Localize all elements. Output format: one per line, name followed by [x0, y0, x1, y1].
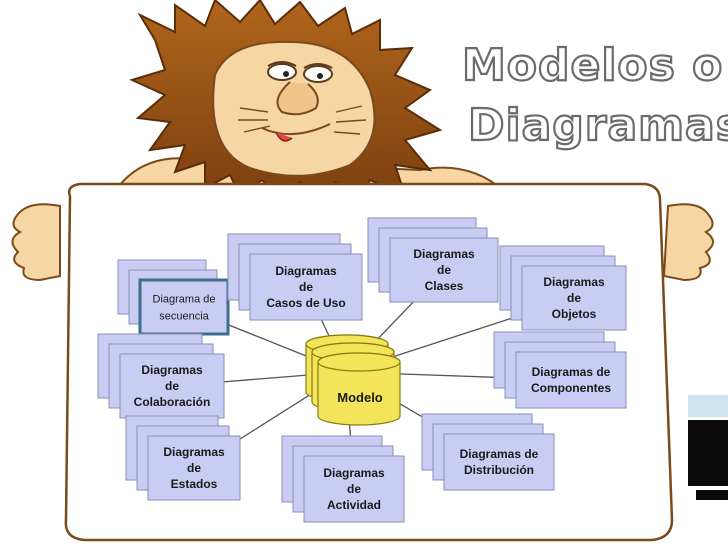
node-label-line: secuencia: [159, 311, 209, 323]
node-front-page: [515, 351, 627, 409]
node-label-line: Estados: [171, 477, 218, 491]
node-distribucion: Diagramas de Distribución: [421, 413, 555, 491]
side-decoration: [688, 395, 728, 500]
node-label-line: de: [437, 263, 451, 277]
node-label-line: Diagramas: [543, 275, 605, 289]
caveman-illustration: [110, 0, 507, 207]
center-label: Modelo: [337, 390, 383, 405]
node-label-line: Objetos: [552, 307, 597, 321]
node-label-line: Diagrama de: [153, 294, 216, 306]
node-label-line: Colaboración: [134, 395, 211, 409]
node-label-line: de: [567, 291, 581, 305]
right-hand: [662, 203, 714, 282]
node-label-line: Diagramas de: [460, 447, 539, 461]
node-label-line: Diagramas: [413, 247, 475, 261]
node-label-line: Casos de Uso: [266, 296, 345, 310]
slide-title: Modelos o Diagramas: [461, 39, 728, 152]
node-front-page: [303, 455, 405, 523]
node-front-page: [119, 353, 225, 419]
title-line-1: Modelos o: [462, 40, 723, 91]
node-secuencia: Diagrama de secuencia: [117, 259, 230, 336]
center-model: Modelo: [305, 334, 401, 426]
node-label-line: Diagramas: [275, 264, 337, 278]
left-hand: [11, 203, 61, 282]
node-front-page: [443, 433, 555, 491]
node-front-page: [147, 435, 241, 501]
node-label-line: Clases: [425, 279, 464, 293]
node-label-line: de: [165, 379, 179, 393]
tongue: [275, 131, 293, 142]
cylinder-top: [317, 352, 401, 372]
node-label-line: Actividad: [327, 498, 381, 512]
node-front-page: [389, 237, 499, 303]
node-componentes: Diagramas de Componentes: [493, 331, 627, 409]
node-label-line: Diagramas: [323, 466, 385, 480]
node-label-line: Diagramas de: [532, 365, 611, 379]
title-line-2: Diagramas: [468, 100, 728, 151]
node-label-line: Distribución: [464, 463, 534, 477]
node-label-line: de: [187, 461, 201, 475]
node-label-line: Diagramas: [163, 445, 225, 459]
node-front-page: [521, 265, 627, 331]
node-label-line: de: [299, 280, 313, 294]
node-label-line: de: [347, 482, 361, 496]
hands: [11, 203, 714, 282]
node-label-line: Diagramas: [141, 363, 203, 377]
node-front-page: [138, 278, 230, 336]
node-front-page: [249, 253, 363, 321]
node-label-line: Componentes: [531, 381, 611, 395]
